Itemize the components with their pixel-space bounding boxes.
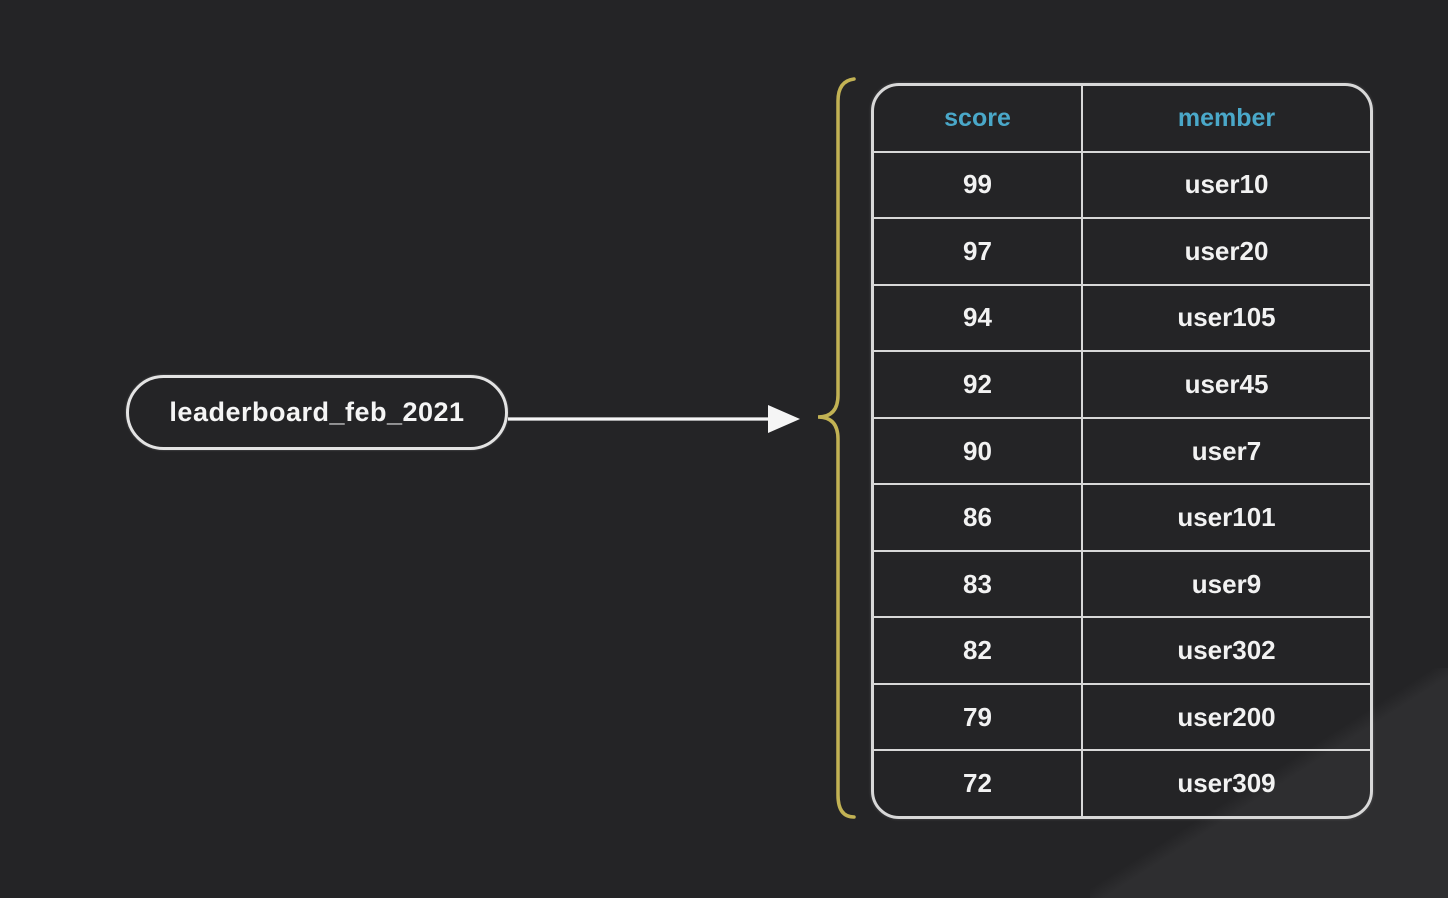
score-cell: 92 xyxy=(963,368,992,399)
member-cell: user200 xyxy=(1081,684,1370,750)
table-row: 79 user200 xyxy=(874,682,1370,750)
score-cell: 94 xyxy=(963,302,992,333)
arrow-right-icon xyxy=(508,405,800,433)
table-row: 83 user9 xyxy=(874,549,1370,617)
member-cell: user309 xyxy=(1081,751,1370,816)
table-row: 82 user302 xyxy=(874,616,1370,683)
member-cell: user10 xyxy=(1081,152,1370,218)
score-cell: 90 xyxy=(963,435,992,466)
score-cell: 82 xyxy=(963,635,992,666)
table-row: 92 user45 xyxy=(874,350,1370,417)
table-row: 72 user309 xyxy=(874,749,1370,816)
member-cell: user45 xyxy=(1081,352,1370,417)
table-row: 99 user10 xyxy=(874,150,1370,218)
key-name-label: leaderboard_feb_2021 xyxy=(169,397,465,427)
score-cell: 79 xyxy=(963,701,992,732)
key-name-pill: leaderboard_feb_2021 xyxy=(126,375,508,450)
table-row: 94 user105 xyxy=(874,283,1370,351)
curly-brace-icon xyxy=(817,77,856,819)
member-cell: user7 xyxy=(1081,418,1370,484)
member-cell: user20 xyxy=(1081,219,1370,284)
member-cell: user302 xyxy=(1081,618,1370,683)
score-cell: 99 xyxy=(963,169,992,200)
score-cell: 97 xyxy=(963,235,992,266)
member-cell: user105 xyxy=(1081,285,1370,351)
score-cell: 83 xyxy=(963,568,992,599)
table-row: 86 user101 xyxy=(874,483,1370,550)
table-header-row: score member xyxy=(874,86,1370,151)
member-cell: user101 xyxy=(1081,485,1370,550)
score-cell: 72 xyxy=(963,768,992,799)
table-row: 90 user7 xyxy=(874,416,1370,484)
score-cell: 86 xyxy=(963,502,992,533)
member-cell: user9 xyxy=(1081,551,1370,617)
column-header-member: member xyxy=(1081,86,1370,151)
column-header-score: score xyxy=(944,103,1011,132)
table-row: 97 user20 xyxy=(874,217,1370,284)
